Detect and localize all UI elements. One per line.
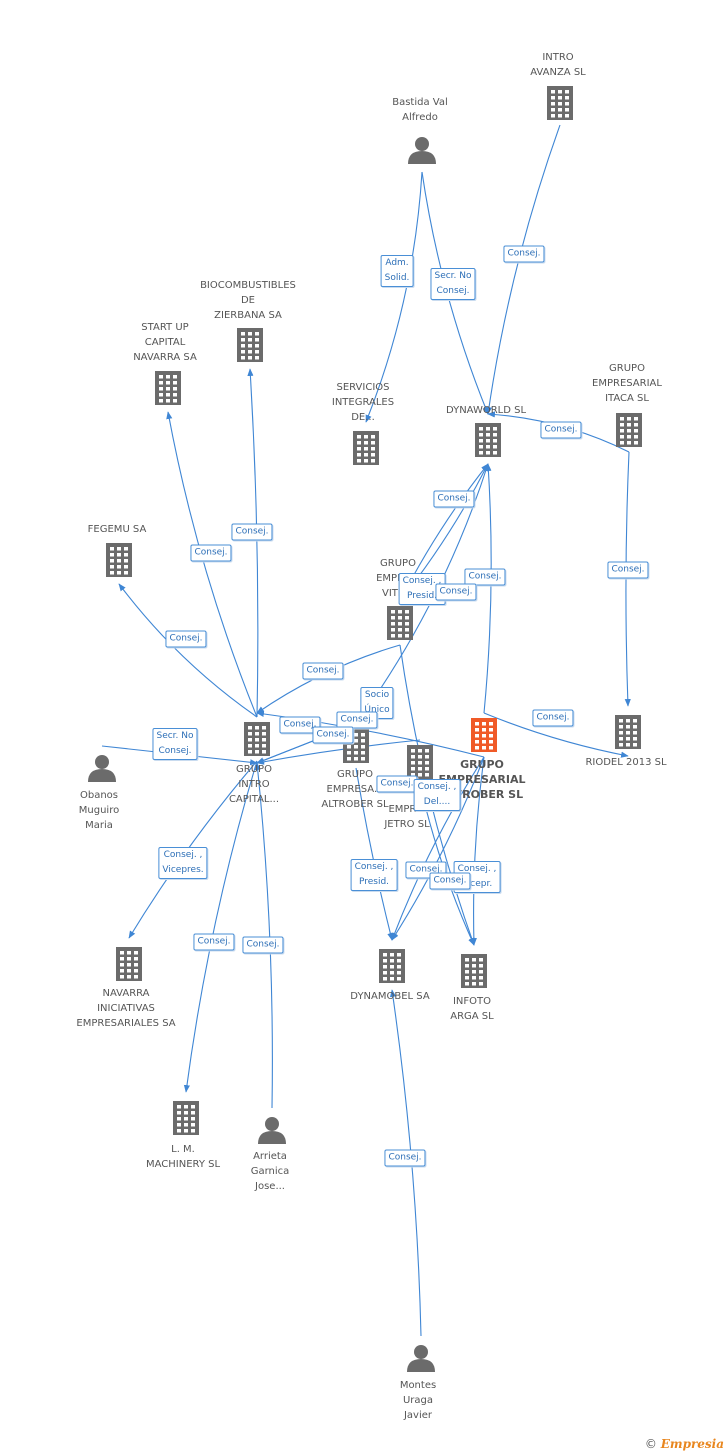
edge-arrieta-to-grupo_intro [254,762,273,1109]
node-label-montes[interactable]: Montes Uraga Javier [399,1380,437,1421]
intro_avanza-building-icon[interactable] [547,86,573,120]
montes-person-icon[interactable] [407,1345,435,1372]
edge-role-label[interactable]: Secr. No Consej. [430,268,476,300]
node-label-emp_jetro[interactable]: EMPR... JETRO SL [384,804,430,830]
fegemu-building-icon[interactable] [106,543,132,577]
biocomb-building-icon[interactable] [237,328,263,362]
node-label-infoto[interactable]: INFOTO ARGA SL [450,996,494,1022]
edge-grupo_intro-to-startup [166,411,258,718]
edge-role-label[interactable]: Adm. Solid. [380,255,414,287]
empresia-brand: © Empresia [644,1437,724,1451]
edge-role-label[interactable]: Consej. [503,245,545,263]
edge-grupo_intro-to-fegemu [118,583,258,718]
edge-role-label[interactable]: Consej. [231,523,273,541]
edge-role-label[interactable]: Consej. [279,716,321,734]
node-label-itaca[interactable]: GRUPO EMPRESARIAL ITACA SL [592,363,662,404]
node-label-riodel[interactable]: RIODEL 2013 SL [585,757,667,768]
dynamobel-building-icon[interactable] [379,949,405,983]
node-label-grupo_intro[interactable]: GRUPO INTRO CAPITAL... [228,764,280,805]
edge-role-label[interactable]: Consej. [190,544,232,562]
node-label-altrober[interactable]: GRUPO EMPRESA... ALTROBER SL [321,769,389,810]
edge-altrober-to-dynamobel [355,767,394,941]
edge-role-label[interactable]: Consej. , Del.... [413,779,461,811]
edge-role-label[interactable]: Secr. No Consej. [152,728,198,760]
edge-emp_jetro-to-grupo_intro [256,739,421,765]
grupo_intro-building-icon[interactable] [244,722,270,756]
obanos-person-icon[interactable] [88,755,116,782]
edge-role-label[interactable]: Consej. [429,872,471,890]
dynaworld-building-icon[interactable] [475,423,501,457]
edge-grupo_intro-to-lm [183,760,258,1093]
node-label-servicios[interactable]: SERVICIOS INTEGRALES DE... [331,382,395,423]
edge-intro_avanza-to-dynaworld [485,124,561,415]
node-label-bastida[interactable]: Bastida Val Alfredo [392,97,448,123]
node-label-lm[interactable]: L. M. MACHINERY SL [145,1144,221,1170]
bastida-person-icon[interactable] [408,137,436,164]
empresia-logo: Empresia [660,1437,724,1451]
edge-grupo_intro-to-biocomb [247,368,259,718]
edge-bastida-to-servicios [365,171,423,423]
edge-role-label[interactable]: Consej. [433,490,475,508]
arrieta-person-icon[interactable] [258,1117,286,1144]
edge-role-label[interactable]: Consej. [336,711,378,729]
edge-role-label[interactable]: Consej. [302,662,344,680]
edge-role-label[interactable]: Consej. , Vicepres. [158,847,208,879]
edge-role-label[interactable]: Consej. [384,1149,426,1167]
startup-building-icon[interactable] [155,371,181,405]
edge-role-label[interactable]: Consej. [435,583,477,601]
servicios-building-icon[interactable] [353,431,379,465]
edge-role-label[interactable]: Consej. [242,936,284,954]
edge-role-label[interactable]: Consej. [193,933,235,951]
node-label-biocomb[interactable]: BIOCOMBUSTIBLES DE ZIERBANA SA [200,280,296,321]
node-label-obanos[interactable]: Obanos Muguiro Maria [78,790,120,831]
node-label-intro_avanza[interactable]: INTRO AVANZA SL [530,52,586,78]
emp_jetro-building-icon[interactable] [407,745,433,779]
navarra_ini-building-icon[interactable] [116,947,142,981]
focus-building-icon[interactable] [471,718,497,752]
edge-grupo_intro-to-navarra_ini [128,760,258,939]
edge-role-label[interactable]: Consej. [464,568,506,586]
edge-role-label[interactable]: Consej. [532,709,574,727]
edge-focus-to-infoto [470,756,485,946]
lm-building-icon[interactable] [173,1101,199,1135]
edge-focus-to-dynamobel [391,756,485,941]
edge-focus-to-dynaworld [483,463,492,714]
node-label-fegemu[interactable]: FEGEMU SA [87,524,147,535]
edge-focus-to-dynamobel [391,756,485,941]
node-label-vitro[interactable]: GRUPO EMPRE... VITR... [376,558,420,599]
edge-role-label[interactable]: Consej. , Presid. [350,859,398,891]
vitro-building-icon[interactable] [387,606,413,640]
itaca-building-icon[interactable] [616,413,642,447]
edge-itaca-to-riodel [624,451,631,707]
node-label-dynamobel[interactable]: DYNAMOBEL SA [350,991,430,1002]
edge-role-label[interactable]: Consej. [165,630,207,648]
infoto-building-icon[interactable] [461,954,487,988]
node-label-navarra_ini[interactable]: NAVARRA INICIATIVAS EMPRESARIALES SA [76,988,176,1029]
edge-role-label[interactable]: Consej. [312,726,354,744]
edge-role-label[interactable]: Consej. [540,421,582,439]
node-label-dynaworld[interactable]: DYNAWORLD SL [445,405,527,416]
node-label-arrieta[interactable]: Arrieta Garnica Jose... [250,1151,290,1192]
edge-role-label[interactable]: Consej. [607,561,649,579]
edge-focus-to-riodel [483,712,629,758]
edge-role-label[interactable]: Consej. , Presid. [398,573,446,605]
node-label-startup[interactable]: START UP CAPITAL NAVARRA SA [133,322,197,363]
edge-role-label[interactable]: Consej. [376,775,418,793]
riodel-building-icon[interactable] [615,715,641,749]
